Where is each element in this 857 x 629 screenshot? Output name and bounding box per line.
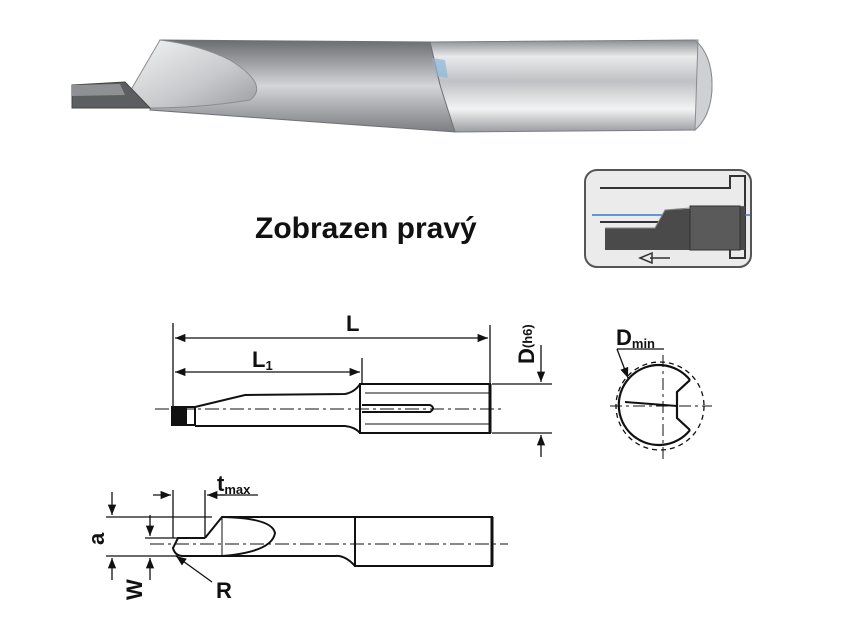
label-W: W bbox=[122, 579, 147, 600]
label-Dmin: Dmin bbox=[616, 325, 655, 351]
tool-photo bbox=[71, 39, 713, 133]
page-title: Zobrazen pravý bbox=[255, 212, 477, 245]
label-L1: L1 bbox=[252, 347, 273, 373]
bottom-view-drawing bbox=[106, 490, 508, 583]
dimension-labels: L L1 D(h6) Dmin tmax a W R bbox=[84, 311, 655, 603]
label-D-h6: D(h6) bbox=[514, 324, 539, 364]
side-view-drawing bbox=[155, 323, 552, 457]
label-L: L bbox=[346, 311, 359, 336]
label-tmax: tmax bbox=[217, 471, 251, 497]
label-R: R bbox=[216, 578, 232, 603]
label-a: a bbox=[84, 532, 109, 545]
inset-right-hand-icon bbox=[584, 169, 752, 268]
end-view-drawing bbox=[610, 348, 712, 462]
